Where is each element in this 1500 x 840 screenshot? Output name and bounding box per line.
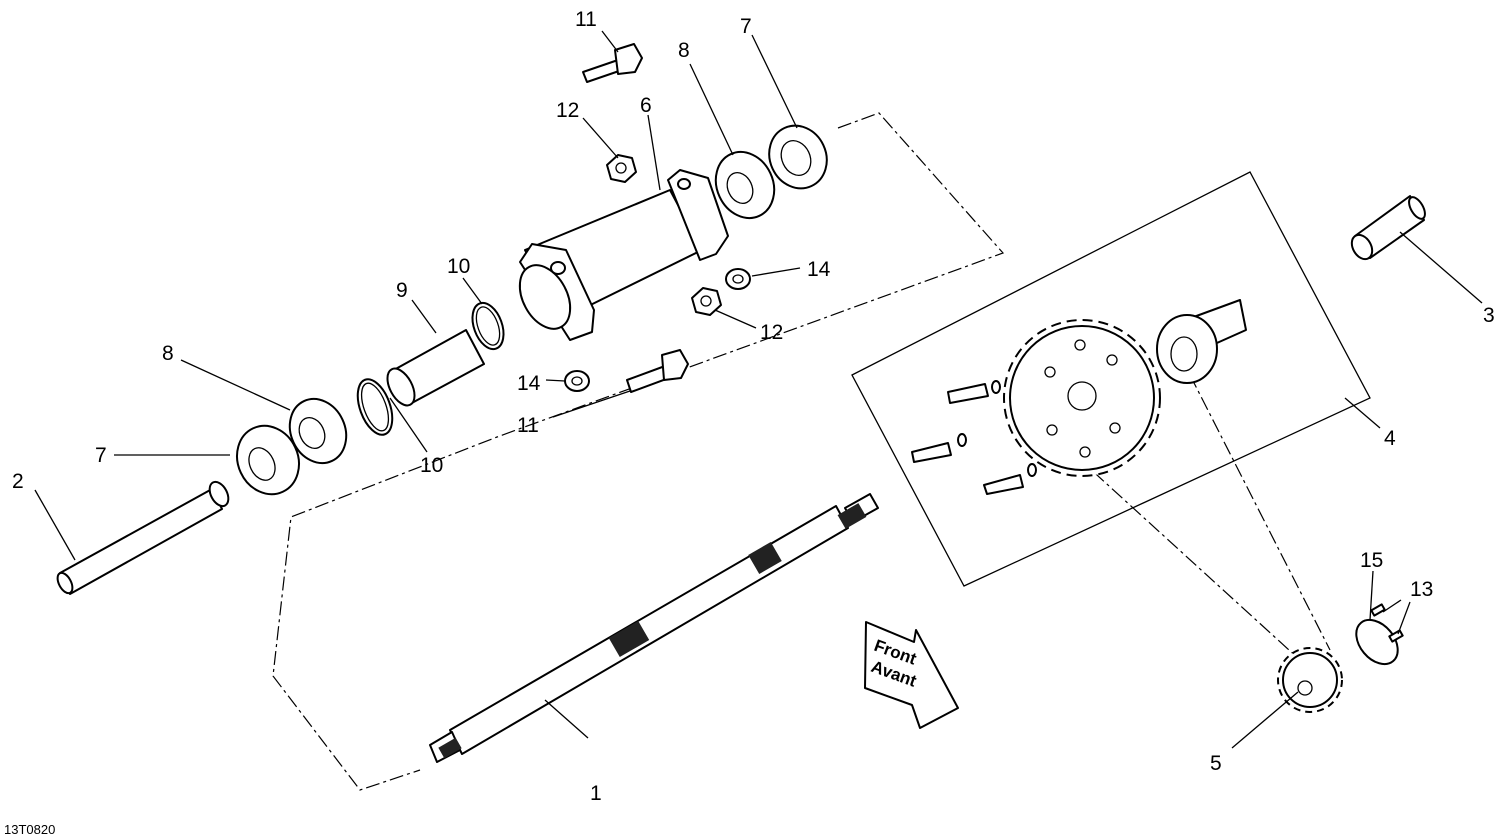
callout-9: 9 <box>396 279 408 302</box>
bolt-part-11-upper <box>582 43 643 83</box>
nut-part-12-lower <box>691 287 722 316</box>
callout-15: 15 <box>1360 549 1383 572</box>
bearing-part-8-right <box>714 150 776 220</box>
callout-11-upper: 11 <box>575 8 597 31</box>
callouts: 1 2 3 4 5 6 7 7 8 8 9 10 10 11 11 12 12 … <box>12 8 1495 805</box>
callout-7-left: 7 <box>95 444 107 467</box>
dashed-assembly-outline-upper <box>272 112 1005 791</box>
callout-12-upper: 12 <box>556 99 579 122</box>
shaft-part-2 <box>56 480 230 595</box>
plate-part-15 <box>1355 618 1399 666</box>
callout-4: 4 <box>1384 427 1396 450</box>
ring-part-10-right <box>471 301 505 351</box>
bearing-part-7-right <box>768 124 828 190</box>
callout-6: 6 <box>640 94 652 117</box>
dash-line-sprocket-5a <box>1074 454 1301 661</box>
nut-part-12-upper <box>606 154 637 183</box>
screws-part-13 <box>1370 603 1404 643</box>
callout-13: 13 <box>1410 578 1433 601</box>
sleeve-part-9 <box>386 329 485 407</box>
callout-8-left: 8 <box>162 342 174 365</box>
sprocket-assembly-box <box>851 171 1371 587</box>
callout-1: 1 <box>590 782 602 805</box>
bearing-part-8-left <box>288 397 348 465</box>
callout-3: 3 <box>1483 304 1495 327</box>
callout-5: 5 <box>1210 752 1222 775</box>
callout-10-upper: 10 <box>447 255 470 278</box>
sprocket-hub <box>1156 299 1247 384</box>
washer-part-14-lower <box>564 370 590 392</box>
callout-14-lower: 14 <box>517 372 541 395</box>
ring-part-10-left <box>356 378 394 436</box>
callout-7-right: 7 <box>740 15 752 38</box>
bolt-part-11-lower <box>626 349 689 393</box>
dash-line-sprocket-5b <box>1189 374 1331 651</box>
callout-12-lower: 12 <box>760 321 783 344</box>
callout-11-lower: 11 <box>517 414 539 437</box>
reference-code: 13T0820 <box>4 822 55 837</box>
callout-10-lower: 10 <box>420 454 443 477</box>
callout-2: 2 <box>12 470 24 493</box>
washer-part-14-upper <box>725 268 751 290</box>
bushing-part-3 <box>1350 195 1426 261</box>
leader-lines <box>34 30 1483 749</box>
sprocket-bolts <box>911 380 1037 495</box>
housing-part-6 <box>518 169 729 341</box>
callout-8-right: 8 <box>678 39 690 62</box>
front-direction-arrow: Front Avant <box>864 621 959 729</box>
callout-14-upper: 14 <box>807 258 831 281</box>
sprocket-gear-large <box>1003 319 1161 477</box>
main-shaft-part-1 <box>429 493 879 763</box>
small-sprocket-part-5 <box>1277 647 1343 713</box>
